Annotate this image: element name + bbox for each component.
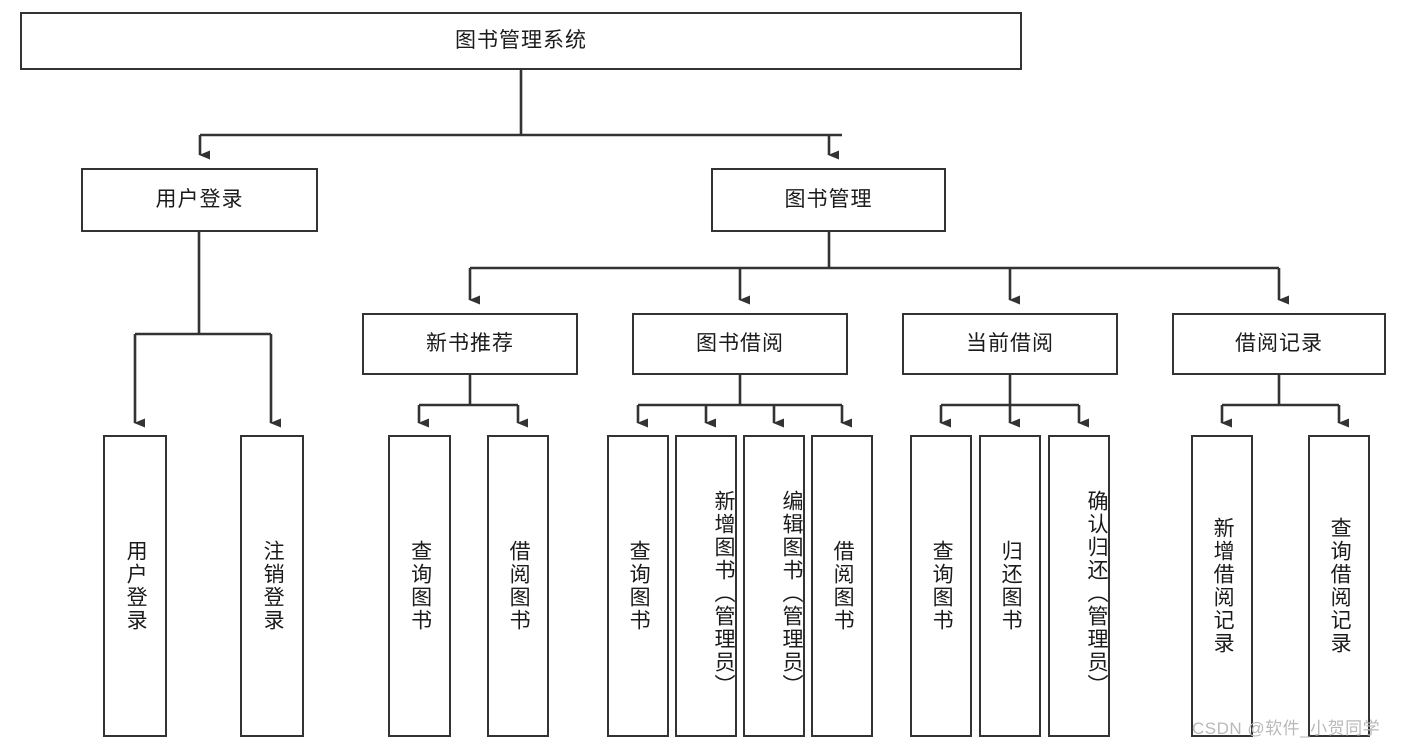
node-leaf-user-logout[interactable]: 注销登录 xyxy=(240,435,304,737)
node-leaf-add-book-admin[interactable]: 新增图书（管理员） xyxy=(675,435,737,737)
node-book-management[interactable]: 图书管理 xyxy=(711,168,946,232)
node-leaf-return-book[interactable]: 归还图书 xyxy=(979,435,1041,737)
node-leaf-edit-book-admin[interactable]: 编辑图书（管理员） xyxy=(743,435,805,737)
node-leaf-borrow-book[interactable]: 借阅图书 xyxy=(811,435,873,737)
node-root-book-management-system[interactable]: 图书管理系统 xyxy=(20,12,1022,70)
node-leaf-query-borrow-record[interactable]: 查询借阅记录 xyxy=(1308,435,1370,737)
node-leaf-query-book-current[interactable]: 查询图书 xyxy=(910,435,972,737)
node-leaf-user-login[interactable]: 用户登录 xyxy=(103,435,167,737)
node-leaf-add-borrow-record[interactable]: 新增借阅记录 xyxy=(1191,435,1253,737)
csdn-watermark: CSDN @软件_小贺同学 xyxy=(1192,719,1381,738)
node-new-book-recommend[interactable]: 新书推荐 xyxy=(362,313,578,375)
node-user-login[interactable]: 用户登录 xyxy=(81,168,318,232)
node-leaf-confirm-return-admin[interactable]: 确认归还（管理员） xyxy=(1048,435,1110,737)
node-leaf-query-book-recommend[interactable]: 查询图书 xyxy=(388,435,451,737)
node-leaf-borrow-book-recommend[interactable]: 借阅图书 xyxy=(487,435,549,737)
node-leaf-query-book-borrow[interactable]: 查询图书 xyxy=(607,435,669,737)
node-borrow-record[interactable]: 借阅记录 xyxy=(1172,313,1386,375)
node-book-borrow[interactable]: 图书借阅 xyxy=(632,313,848,375)
node-current-borrow[interactable]: 当前借阅 xyxy=(902,313,1118,375)
